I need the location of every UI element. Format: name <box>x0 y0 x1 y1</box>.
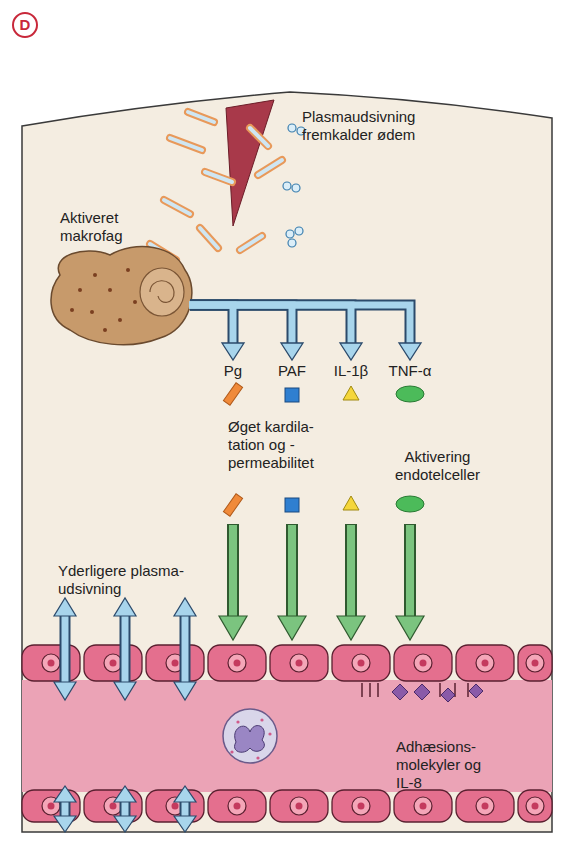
arrowhead <box>222 343 244 360</box>
connector-outline <box>190 305 351 345</box>
connector-shaft <box>189 305 351 346</box>
green-arrows <box>219 524 424 640</box>
vessel-lumen <box>22 680 552 792</box>
mediator-node: PAF <box>264 362 320 408</box>
node-text: IL-1β <box>323 362 379 380</box>
annotation-text: Øget kardila- tation og -permeabilitet <box>228 418 346 472</box>
annotation-text: Aktivering endotelceller <box>380 448 495 484</box>
macrophage-node: Aktiveret makrofag <box>40 205 190 350</box>
tissue-frame <box>22 92 552 832</box>
plasma-arrows <box>54 598 196 832</box>
nucleolus <box>296 660 303 667</box>
endothelial-cells <box>22 645 552 822</box>
nucleolus <box>48 660 55 667</box>
cell-nucleus <box>526 797 544 815</box>
annotation-text: Plasmaudsivning fremkalder ødem <box>302 108 432 144</box>
plasma-droplets <box>283 124 305 247</box>
endothelial-cell <box>456 645 514 681</box>
endothelial-cell <box>84 645 142 681</box>
cell-nucleus <box>414 654 432 672</box>
node-text: Adhæsions- molekyler og IL-8 <box>396 738 486 792</box>
nucleolus <box>110 660 117 667</box>
cell-nucleus <box>290 654 308 672</box>
nucleolus <box>420 803 427 810</box>
endothelial-cell <box>332 645 390 681</box>
cell-nucleus <box>42 654 60 672</box>
cell-nucleus <box>104 654 122 672</box>
connector-shaft <box>189 305 233 346</box>
endothelial-cell <box>22 645 80 681</box>
annotation-text: Yderligere plasma- udsivning <box>58 562 198 598</box>
endothelial-cell <box>146 645 204 681</box>
adhesion-molecules <box>362 683 483 702</box>
node-text: Aktiveret makrofag <box>60 209 148 245</box>
node-text: Pg <box>205 362 261 380</box>
mediator-arrow <box>189 305 244 360</box>
endothelial-cell <box>208 645 266 681</box>
neutrophil <box>223 709 277 763</box>
endothelial-cell <box>518 645 552 681</box>
cell-nucleus <box>476 654 494 672</box>
mediator-arrow <box>189 305 362 360</box>
macrophage <box>51 247 192 345</box>
nucleolus <box>482 803 489 810</box>
cell-nucleus <box>414 797 432 815</box>
nucleolus <box>358 660 365 667</box>
mediator-arrow <box>189 305 421 360</box>
endothelial-cell <box>456 790 514 822</box>
cell-nucleus <box>352 797 370 815</box>
cell-nucleus <box>526 654 544 672</box>
nucleolus <box>48 803 55 810</box>
cell-nucleus <box>352 654 370 672</box>
cell-nucleus <box>476 797 494 815</box>
mediator-arrow <box>189 305 303 360</box>
cell-nucleus <box>228 797 246 815</box>
nucleolus <box>420 660 427 667</box>
nucleolus <box>358 803 365 810</box>
mediator-node: IL-1β <box>323 362 379 408</box>
nucleolus <box>296 803 303 810</box>
panel-letter: D <box>12 12 38 38</box>
node-text: PAF <box>264 362 320 380</box>
connector-outlines <box>190 305 410 345</box>
node-text: TNF-α <box>382 362 438 380</box>
nucleolus <box>532 660 539 667</box>
wound <box>226 100 274 226</box>
connector-outline <box>190 305 233 345</box>
endothelial-cell <box>208 790 266 822</box>
nucleolus <box>482 660 489 667</box>
connector-shaft <box>189 305 410 346</box>
nucleolus <box>172 803 179 810</box>
mediator-symbols <box>223 383 424 517</box>
vessel-band: Adhæsions- molekyler og IL-8 <box>22 640 552 830</box>
nucleolus <box>532 803 539 810</box>
endothelial-cell <box>394 645 452 681</box>
connector-shaft <box>189 305 292 346</box>
nucleolus <box>234 803 241 810</box>
connector-outline <box>190 305 410 345</box>
nucleolus <box>172 660 179 667</box>
arrowhead <box>399 343 421 360</box>
mediator-node: Pg <box>205 362 261 408</box>
cell-nucleus <box>290 797 308 815</box>
nucleolus <box>234 660 241 667</box>
arrowhead <box>281 343 303 360</box>
arrowhead <box>340 343 362 360</box>
endothelial-cell <box>270 790 328 822</box>
connectors <box>189 305 421 360</box>
endothelial-cell <box>270 645 328 681</box>
endothelial-cell <box>332 790 390 822</box>
nucleolus <box>110 803 117 810</box>
endothelial-cell <box>394 790 452 822</box>
mediator-node: TNF-α <box>382 362 438 408</box>
endothelial-cell <box>518 790 552 822</box>
cell-nucleus <box>228 654 246 672</box>
connector-outline <box>190 305 292 345</box>
